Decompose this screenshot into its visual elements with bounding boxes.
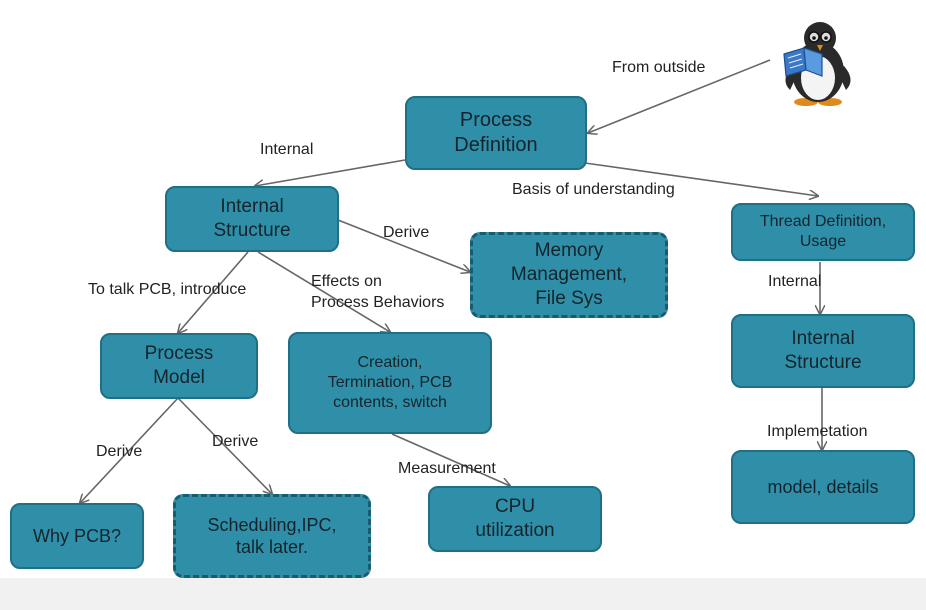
edge-internal-structure-to-creation [257, 251, 390, 332]
edge-label-derive-memory: Derive [383, 224, 430, 241]
edge-label-measurement: Measurement [398, 460, 496, 477]
edge-process-model-to-scheduling [177, 397, 272, 494]
node-scheduling-ipc: Scheduling,IPC, talk later. [173, 494, 371, 578]
edge-process-definition-to-internal-structure [255, 159, 406, 186]
node-label: Why PCB? [32, 525, 122, 546]
node-thread-internal-structure: Internal Structure [731, 314, 915, 388]
node-thread-definition: Thread Definition, Usage [731, 203, 915, 261]
edge-internal-structure-to-memory [337, 219, 470, 272]
edge-label-from-outside: From outside [612, 59, 706, 76]
node-why-pcb: Why PCB? [10, 503, 144, 569]
node-label: Internal Structure [213, 196, 291, 241]
node-internal-structure: Internal Structure [165, 186, 339, 252]
reading-penguin-icon [783, 22, 851, 106]
node-label: Scheduling,IPC, talk later. [207, 514, 337, 558]
node-cpu-utilization: CPU utilization [428, 486, 602, 552]
edge-outside-to-process-definition [588, 59, 771, 133]
edge-process-definition-to-thread-definition [584, 162, 818, 196]
node-process-definition: Process Definition [405, 96, 587, 170]
edge-label-internal-right: Internal [768, 273, 822, 290]
edge-process-model-to-why-pcb [80, 397, 179, 503]
node-label: Internal Structure [784, 328, 862, 373]
edge-label-effects-on: Effects on Process Behaviors [311, 273, 445, 311]
node-label: Memory Management, File Sys [510, 240, 628, 309]
bottom-band [0, 578, 926, 610]
edge-label-basis-of-understanding: Basis of understanding [512, 181, 675, 198]
node-memory-management: Memory Management, File Sys [470, 232, 668, 318]
edge-internal-structure-to-process-model [178, 251, 249, 333]
node-label: Process Definition [454, 109, 538, 156]
edge-label-internal-left: Internal [260, 141, 314, 158]
node-label: CPU utilization [475, 496, 555, 541]
edge-label-to-talk-pcb: To talk PCB, introduce [88, 281, 247, 298]
edge-label-derive-left: Derive [96, 443, 143, 460]
edge-creation-to-cpu [391, 433, 510, 486]
node-label: Creation, Termination, PCB contents, swi… [327, 354, 453, 411]
node-label: model, details [767, 476, 879, 497]
node-label: Thread Definition, Usage [759, 213, 887, 250]
node-process-model: Process Model [100, 333, 258, 399]
node-creation-termination: Creation, Termination, PCB contents, swi… [288, 332, 492, 434]
edge-label-implemetation: Implemetation [767, 423, 868, 440]
node-model-details: model, details [731, 450, 915, 524]
node-label: Process Model [144, 343, 214, 388]
edge-label-derive-right: Derive [212, 433, 259, 450]
